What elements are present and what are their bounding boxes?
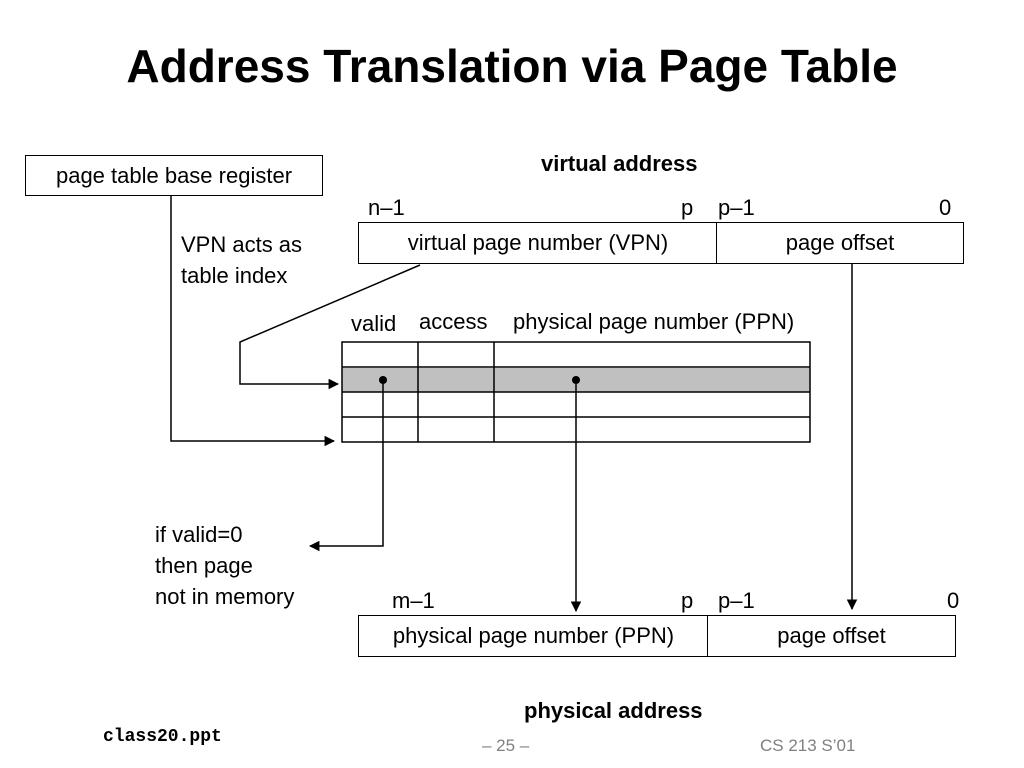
vpn-note: VPN acts as table index: [181, 229, 302, 291]
page-table-base-register-box: page table base register: [25, 155, 323, 196]
slide-title: Address Translation via Page Table: [126, 40, 898, 92]
va-page-offset-field: page offset: [716, 222, 964, 264]
valid-check-arrow: [308, 380, 384, 552]
column-header-access: access: [419, 309, 488, 334]
va-bit-0: 0: [939, 195, 952, 220]
footer-page-number: – 25 –: [482, 736, 530, 755]
pa-bit-p: p: [681, 588, 694, 613]
va-bit-p-minus-1: p–1: [718, 195, 755, 220]
va-bit-n-minus-1: n–1: [368, 195, 405, 220]
pa-bit-p-minus-1: p–1: [718, 588, 755, 613]
ppn-field-label: physical page number (PPN): [392, 623, 675, 648]
pa-page-offset-label: page offset: [777, 623, 886, 648]
footer-course: CS 213 S’01: [760, 736, 856, 755]
virtual-address-heading: virtual address: [541, 151, 698, 176]
vpn-note-line-1: VPN acts as: [181, 232, 303, 257]
vpn-field-label: virtual page number (VPN): [407, 230, 669, 255]
invalid-note-line-1: if valid=0: [155, 522, 243, 547]
column-header-ppn: physical page number (PPN): [513, 309, 795, 334]
vpn-index-arrow: [239, 264, 421, 390]
vpn-field: virtual page number (VPN): [358, 222, 718, 264]
page-table-base-register-label: page table base register: [55, 162, 293, 188]
invalid-note-line-2: then page: [155, 553, 253, 578]
pa-bit-m-minus-1: m–1: [392, 588, 435, 613]
ppn-field: physical page number (PPN): [358, 615, 709, 657]
va-page-offset-label: page offset: [785, 230, 895, 255]
vpn-note-line-2: table index: [181, 263, 288, 288]
pa-page-offset-field: page offset: [707, 615, 956, 657]
invalid-note-line-3: not in memory: [155, 584, 295, 609]
pa-bit-0: 0: [947, 588, 960, 613]
invalid-page-note: if valid=0 then page not in memory: [155, 519, 294, 612]
column-header-valid: valid: [351, 311, 397, 336]
va-bit-p: p: [681, 195, 694, 220]
physical-address-heading: physical address: [524, 698, 703, 723]
ptbr-arrow: [170, 196, 336, 447]
footer-filename: class20.ppt: [103, 727, 222, 747]
